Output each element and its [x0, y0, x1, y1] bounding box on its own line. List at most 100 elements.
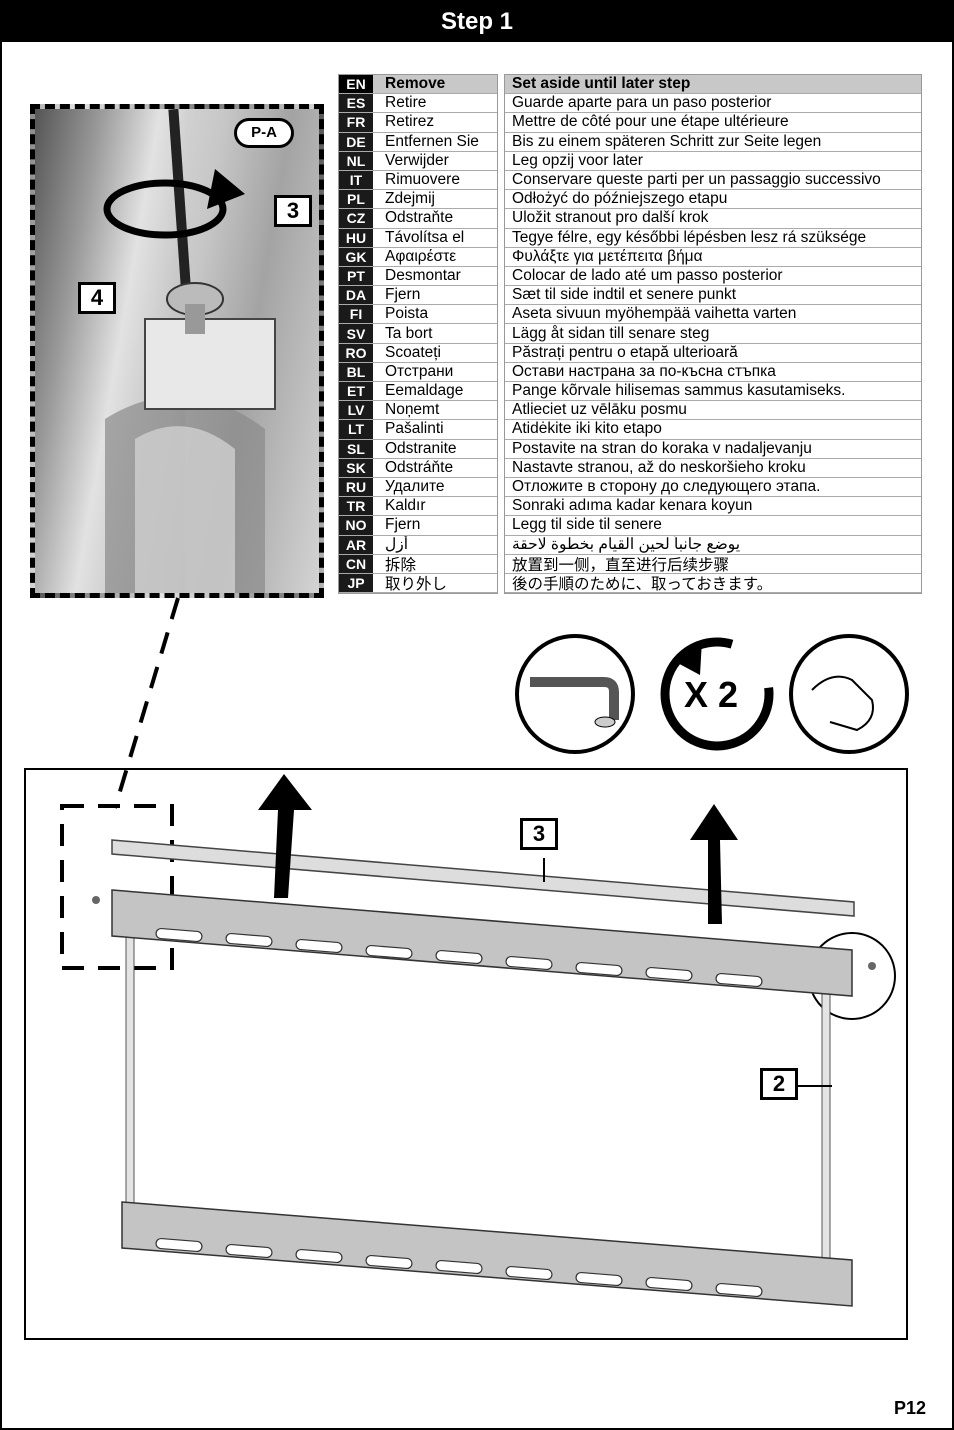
- action-text: Отстрани: [385, 362, 454, 380]
- note-row: Остави настрана за по-късна стъпка: [505, 363, 921, 382]
- language-code: DA: [339, 286, 373, 305]
- action-text: Scoateți: [385, 343, 442, 361]
- note-text: Atidėkite iki kito etapo: [512, 420, 662, 438]
- language-code: JP: [339, 573, 373, 593]
- lift-arrow-right: [690, 804, 738, 924]
- language-code: LV: [339, 401, 373, 420]
- rotate-arrow-icon: [660, 637, 774, 751]
- detail-zoom-box: [60, 804, 174, 970]
- action-text: أزل: [385, 536, 409, 554]
- action-text: 取り外し: [385, 575, 448, 593]
- action-text: Odstranite: [385, 439, 457, 457]
- callout-pa: P-A: [234, 118, 294, 148]
- note-text: 後の手順のために、取っておきます。: [512, 575, 773, 593]
- note-row: Guarde aparte para un paso posterior: [505, 94, 921, 114]
- note-row: Conservare queste parti per un passaggio…: [505, 171, 921, 191]
- language-code: SV: [339, 324, 373, 343]
- language-code: ES: [339, 94, 373, 113]
- note-text: Остави настрана за по-късна стъпка: [512, 362, 776, 380]
- callout-4-photo: 4: [78, 282, 116, 314]
- note-row: Pange kõrvale hilisemas sammus kasutamis…: [505, 382, 921, 402]
- detail-photo: [30, 104, 324, 598]
- note-text: يوضع جانباً لحين القيام بخطوة لاحقة: [512, 536, 741, 554]
- action-text: Odstraňte: [385, 209, 454, 227]
- language-code: EN: [339, 75, 373, 94]
- note-text: Sæt til side indtil et senere punkt: [512, 286, 737, 304]
- language-code: DE: [339, 132, 373, 151]
- note-text: Aseta sivuun myöhempää vaihetta varten: [512, 305, 797, 323]
- note-text: Odłożyć do późniejszego etapu: [512, 190, 728, 208]
- language-code: ET: [339, 382, 373, 401]
- note-text: Atlieciet uz vēlāku posmu: [512, 401, 687, 419]
- note-text: Guarde aparte para un paso posterior: [512, 94, 772, 112]
- note-row: Legg til side til senere: [505, 516, 921, 536]
- language-code: GK: [339, 247, 373, 266]
- action-text: Αφαιρέστε: [385, 247, 457, 265]
- note-text: Отложите в сторону до следующего этапа.: [512, 478, 821, 496]
- assembly-diagram: 3 2: [24, 768, 908, 1340]
- note-text: Nastavte stranou, až do neskoršieho krok…: [512, 458, 806, 476]
- hex-key-icon: [515, 634, 635, 754]
- note-row: Mettre de côté pour une étape ultérieure: [505, 113, 921, 133]
- note-row: 放置到一侧，直至进行后续步骤: [505, 555, 921, 574]
- action-text: Verwijder: [385, 151, 449, 169]
- action-text: Desmontar: [385, 266, 461, 284]
- page-number: P12: [894, 1398, 927, 1418]
- action-row: CZ Odstraňte: [339, 209, 497, 229]
- language-code: HU: [339, 228, 373, 247]
- action-row: GK Αφαιρέστε: [339, 247, 497, 267]
- note-text: Sonraki adıma kadar kenara koyun: [512, 497, 753, 515]
- action-text: Noņemt: [385, 401, 440, 419]
- language-code: AR: [339, 535, 373, 554]
- note-row: Leg opzij voor later: [505, 152, 921, 171]
- action-text: Retirez: [385, 113, 435, 131]
- note-row: Atlieciet uz vēlāku posmu: [505, 401, 921, 421]
- note-text: Legg til side til senere: [512, 516, 662, 534]
- action-text: Entfernen Sie: [385, 132, 479, 150]
- action-row: EN Remove: [339, 75, 497, 95]
- callout-2-diagram: 2: [760, 1068, 798, 1100]
- note-row: Odłożyć do późniejszego etapu: [505, 190, 921, 210]
- action-row: HU Távolítsa el: [339, 228, 497, 248]
- note-text: Bis zu einem späteren Schritt zur Seite …: [512, 132, 822, 150]
- action-text: Fjern: [385, 286, 421, 304]
- action-text: Remove: [385, 75, 446, 93]
- action-text: 拆除: [385, 556, 417, 574]
- language-code: CZ: [339, 209, 373, 228]
- note-text: Conservare queste parti per un passaggio…: [512, 171, 881, 189]
- action-text: Удалите: [385, 478, 445, 496]
- action-text: Rimuovere: [385, 171, 460, 189]
- step-icons: X 2: [512, 630, 922, 760]
- note-row: Atidėkite iki kito etapo: [505, 420, 921, 440]
- note-row: Lägg åt sidan till senare steg: [505, 324, 921, 344]
- action-row: LV Noņemt: [339, 401, 497, 421]
- note-row: Bis zu einem späteren Schritt zur Seite …: [505, 133, 921, 152]
- note-row: 後の手順のために、取っておきます。: [505, 574, 921, 594]
- note-row: Отложите в сторону до следующего этапа.: [505, 478, 921, 498]
- note-text: 放置到一侧，直至进行后续步骤: [512, 556, 730, 574]
- language-code: FI: [339, 305, 373, 324]
- note-row: Tegye félre, egy későbbi lépésben lesz r…: [505, 229, 921, 248]
- action-text: Távolítsa el: [385, 228, 465, 246]
- note-text: Leg opzij voor later: [512, 151, 643, 169]
